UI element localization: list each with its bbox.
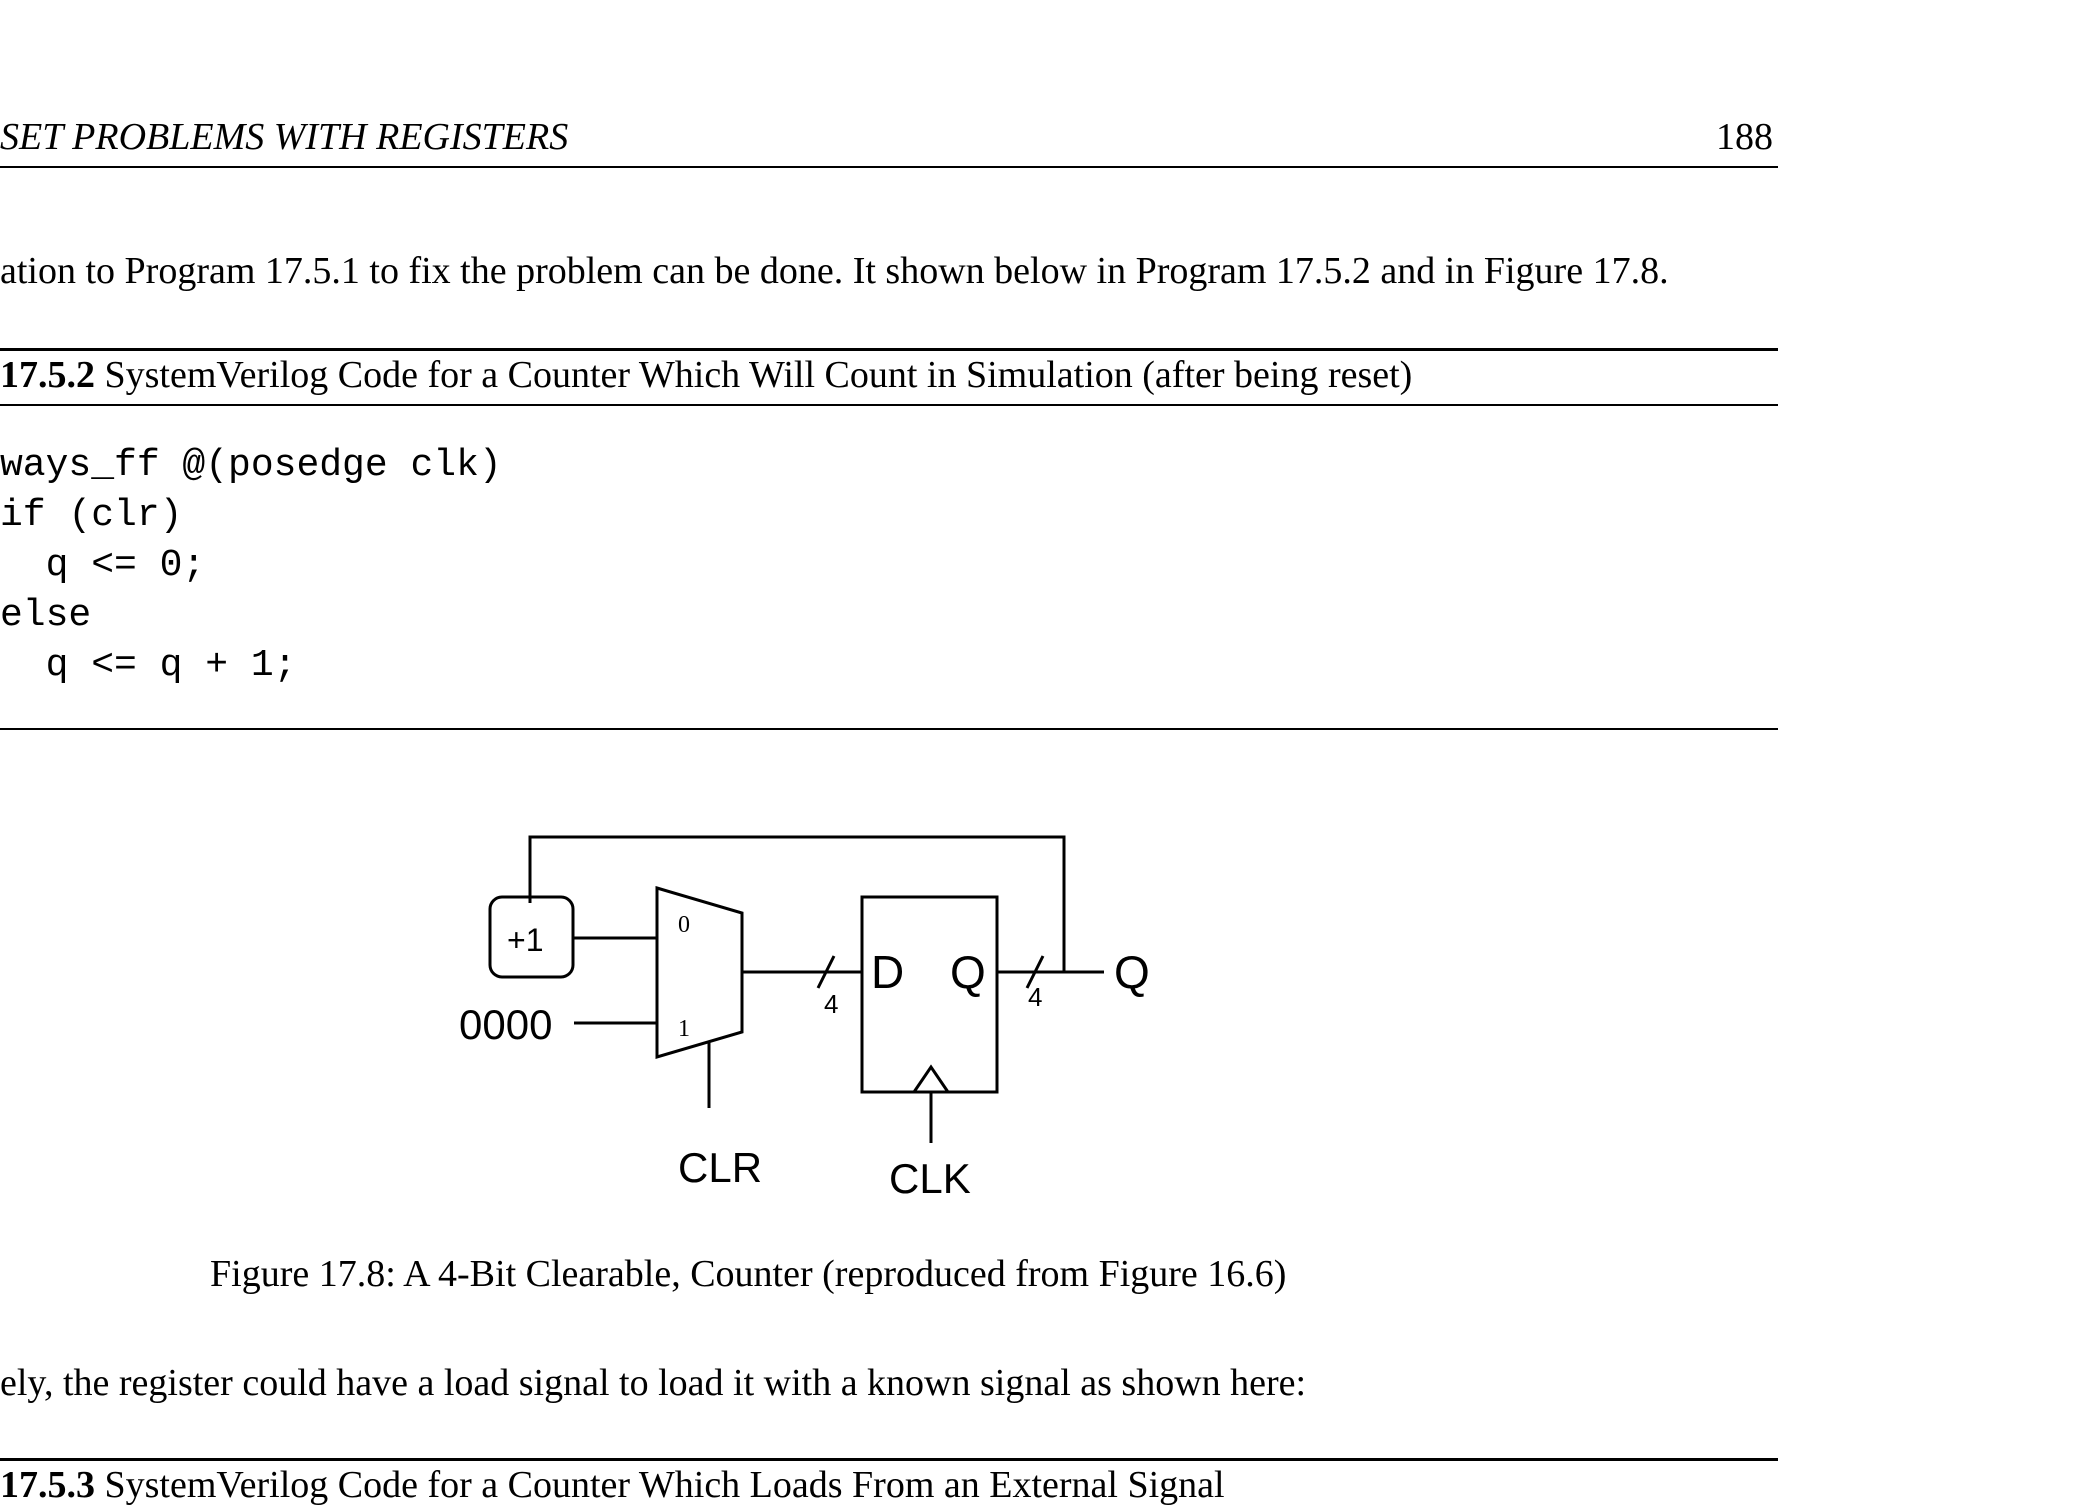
- running-title: SET PROBLEMS WITH REGISTERS: [0, 116, 569, 158]
- output-q-label: Q: [1114, 946, 1150, 998]
- bus-width-in-label: 4: [824, 989, 838, 1019]
- multiplexer: [655, 885, 744, 1060]
- clk-label: CLK: [889, 1155, 971, 1202]
- code-line: else: [0, 594, 92, 637]
- program-caption-rule: [0, 404, 1778, 406]
- program-2-top-rule: [0, 1458, 1778, 1461]
- code-line: q <= 0;: [0, 544, 206, 587]
- second-paragraph: ely, the register could have a load sign…: [0, 1362, 1307, 1404]
- program-2-title: SystemVerilog Code for a Counter Which L…: [95, 1464, 1225, 1506]
- program-bottom-rule: [0, 728, 1778, 730]
- increment-label: +1: [507, 922, 543, 958]
- program-top-rule: [0, 348, 1778, 351]
- mux-input-0-label: 0: [678, 912, 690, 938]
- code-line: q <= q + 1;: [0, 644, 297, 687]
- program-2-caption: 17.5.3 SystemVerilog Code for a Counter …: [0, 1466, 1225, 1504]
- d-input-label: D: [871, 946, 904, 998]
- bus-slash-out: [1025, 955, 1045, 989]
- header-rule: [0, 166, 1778, 168]
- page-number: 188: [1716, 116, 1773, 158]
- figure-caption: Figure 17.8: A 4-Bit Clearable, Counter …: [210, 1253, 1287, 1295]
- zero-constant-label: 0000: [459, 1001, 552, 1048]
- q-port-label: Q: [950, 946, 986, 998]
- feedback-wire: [528, 835, 1066, 972]
- code-line: if (clr): [0, 494, 183, 537]
- bus-width-out-label: 4: [1028, 982, 1042, 1012]
- code-line: ways_ff @(posedge clk): [0, 444, 502, 487]
- intro-paragraph: ation to Program 17.5.1 to fix the probl…: [0, 250, 1669, 292]
- clock-triangle: [912, 1064, 950, 1093]
- program-number: 17.5.2: [0, 354, 95, 396]
- clr-label: CLR: [678, 1144, 762, 1191]
- program-caption: 17.5.2 SystemVerilog Code for a Counter …: [0, 356, 1412, 394]
- program-title: SystemVerilog Code for a Counter Which W…: [95, 354, 1413, 396]
- mux-input-1-label: 1: [678, 1016, 690, 1042]
- program-2-number: 17.5.3: [0, 1464, 95, 1506]
- bus-slash-in: [816, 955, 836, 989]
